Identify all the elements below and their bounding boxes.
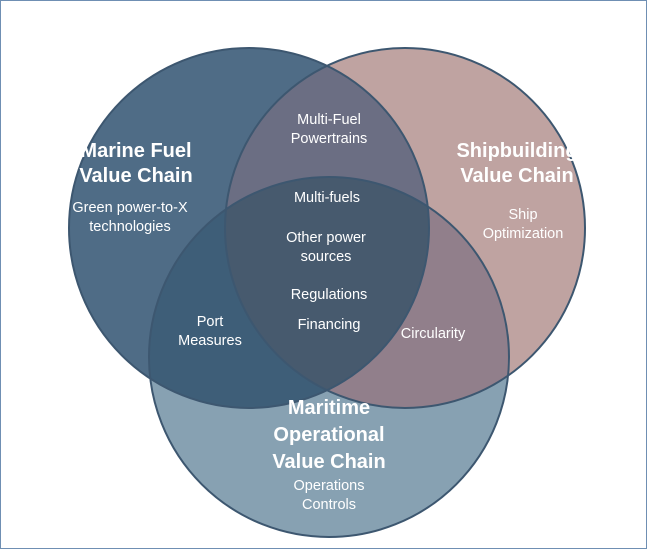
marine-operational-overlap-line-2: Measures <box>178 333 242 349</box>
operational-body-line-1: Operations <box>294 478 365 494</box>
operational-outline <box>148 176 510 538</box>
marine-fuel-title-line-1: Marine Fuel <box>80 140 191 162</box>
marine-ship-overlap-line-1: Multi-Fuel <box>297 112 361 128</box>
marine-operational-overlap-line-1: Port <box>197 314 224 330</box>
operational-body-line-2: Controls <box>302 497 356 513</box>
ship-operational-overlap-line-1: Circularity <box>401 326 466 342</box>
marine-fuel-title-line-2: Value Chain <box>79 165 192 187</box>
center-overlap-line-4: Regulations <box>291 287 368 303</box>
marine-ship-overlap-line-2: Powertrains <box>291 131 368 147</box>
operational-title-line-2: Operational <box>273 424 384 446</box>
shipbuilding-body-line-1: Ship <box>508 207 537 223</box>
marine-fuel-body-line-2: technologies <box>89 219 170 235</box>
operational-title-line-3: Value Chain <box>272 451 385 473</box>
shipbuilding-body-line-2: Optimization <box>483 226 564 242</box>
center-overlap-line-3: sources <box>301 249 352 265</box>
center-overlap-line-1: Multi-fuels <box>294 190 360 206</box>
center-overlap-line-5: Financing <box>298 317 361 333</box>
center-overlap <box>225 177 429 408</box>
shipbuilding-title-line-2: Value Chain <box>460 165 573 187</box>
marine-fuel-body-line-1: Green power-to-X <box>72 200 188 216</box>
operational-title-line-1: Maritime <box>288 397 370 419</box>
marine-fuel-outline <box>68 47 430 409</box>
shipbuilding-outline <box>224 47 586 409</box>
center-overlap-line-2: Other power <box>286 230 366 246</box>
shipbuilding-title-line-1: Shipbuilding <box>456 140 577 162</box>
